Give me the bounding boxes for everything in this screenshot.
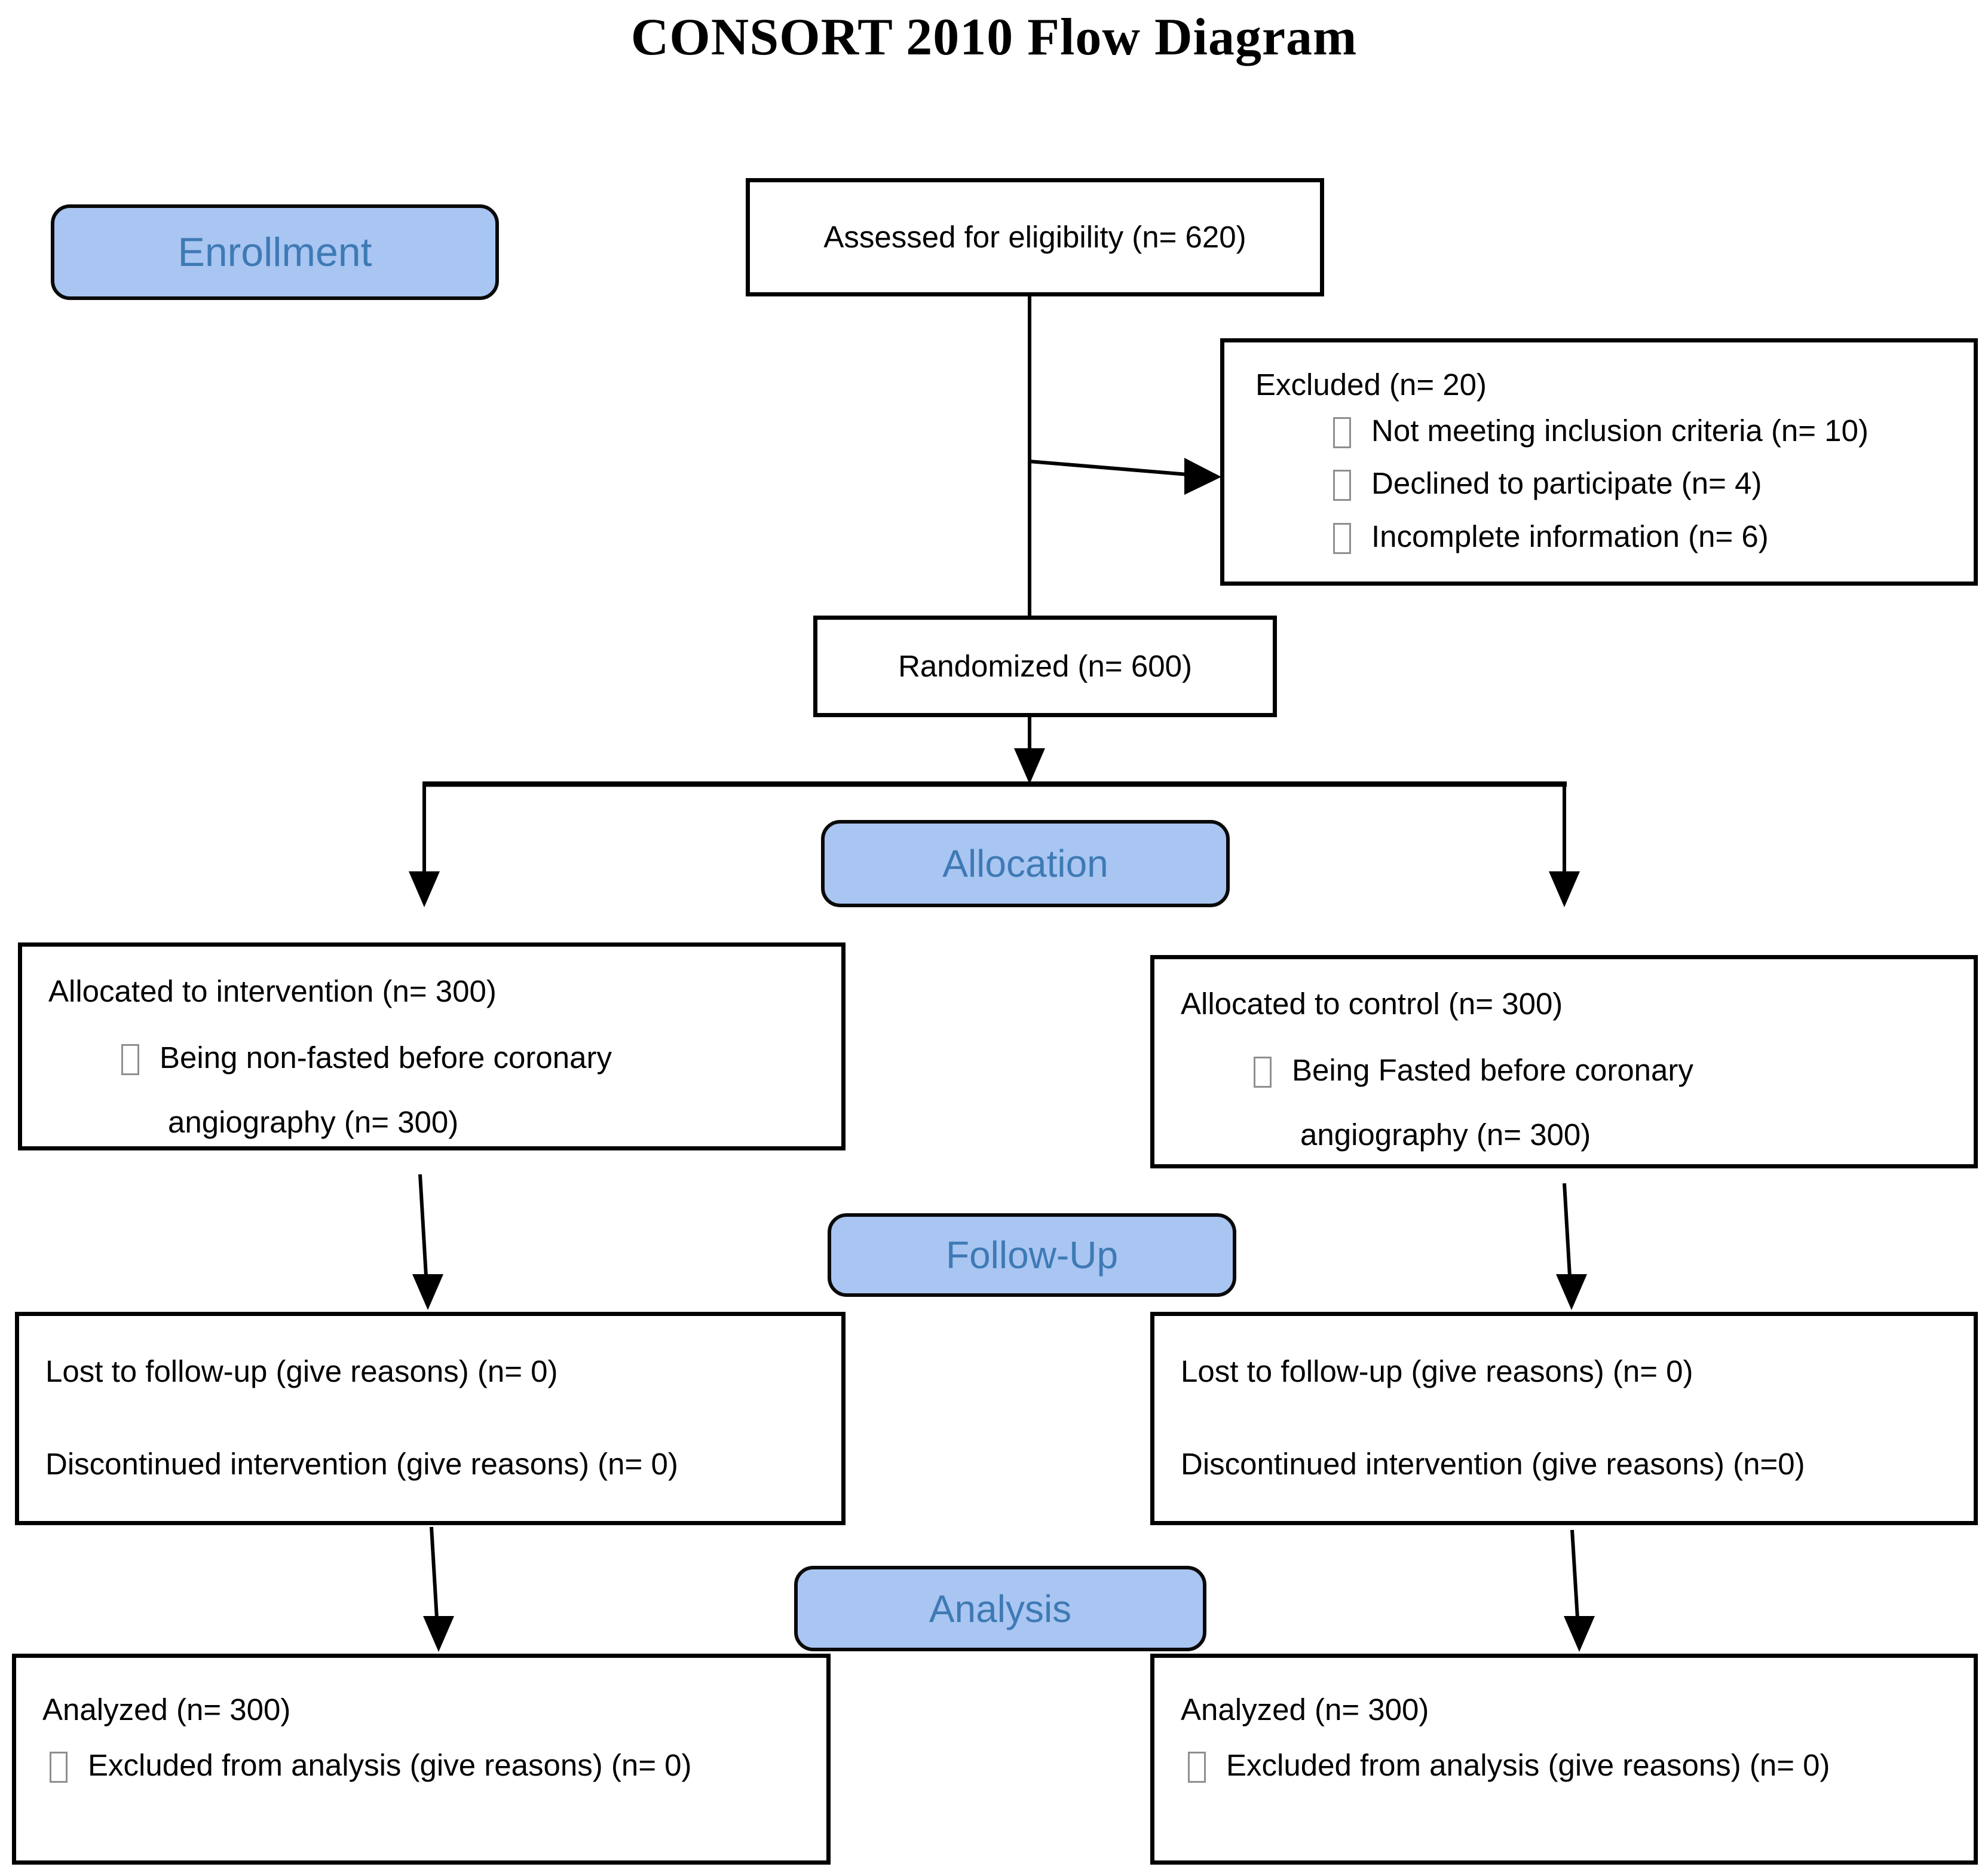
arrowhead-branch-icon bbox=[1014, 748, 1045, 784]
excluded-reason-item: Declined to participate (n= 4) bbox=[1255, 466, 1962, 501]
randomized-text: Randomized (n= 600) bbox=[898, 648, 1192, 683]
box-followup-intervention: Lost to follow-up (give reasons) (n= 0) … bbox=[15, 1312, 846, 1525]
connector-followup-analysis-right bbox=[1570, 1529, 1579, 1619]
missing-glyph-bullet-icon bbox=[1188, 1751, 1206, 1783]
box-excluded: Excluded (n= 20) Not meeting inclusion c… bbox=[1220, 338, 1978, 586]
followup-intervention-discontinued: Discontinued intervention (give reasons)… bbox=[45, 1446, 678, 1481]
excluded-reason-list: Not meeting inclusion criteria (n= 10) D… bbox=[1255, 414, 1962, 555]
page-title: CONSORT 2010 Flow Diagram bbox=[630, 8, 1358, 66]
followup-intervention-lost: Lost to follow-up (give reasons) (n= 0) bbox=[45, 1354, 558, 1388]
allocated-control-bullet-text: Being Fasted before coronary bbox=[1292, 1052, 1693, 1087]
analysis-intervention-excluded-text: Excluded from analysis (give reasons) (n… bbox=[88, 1747, 692, 1782]
missing-glyph-bullet-icon bbox=[50, 1751, 68, 1783]
arrowhead-allocation-right-icon bbox=[1549, 871, 1580, 907]
stage-label-enrollment: Enrollment bbox=[177, 229, 372, 275]
stage-badge-enrollment: Enrollment bbox=[51, 204, 499, 300]
box-assessed-eligibility: Assessed for eligibility (n= 620) bbox=[746, 178, 1324, 296]
connector-alloc-followup-left bbox=[418, 1174, 428, 1277]
allocated-control-bullet: Being Fasted before coronary bbox=[1181, 1053, 1962, 1088]
followup-control-discontinued: Discontinued intervention (give reasons)… bbox=[1181, 1446, 1805, 1481]
stage-label-followup: Follow-Up bbox=[945, 1234, 1119, 1277]
missing-glyph-bullet-icon bbox=[121, 1043, 139, 1075]
assessed-eligibility-text: Assessed for eligibility (n= 620) bbox=[823, 219, 1246, 254]
missing-glyph-bullet-icon bbox=[1333, 470, 1351, 501]
allocated-intervention-bullet-text: Being non-fasted before coronary bbox=[160, 1040, 612, 1075]
analysis-intervention-bullet: Excluded from analysis (give reasons) (n… bbox=[42, 1748, 814, 1783]
box-allocated-intervention: Allocated to intervention (n= 300) Being… bbox=[18, 942, 846, 1150]
excluded-reason-text: Not meeting inclusion criteria (n= 10) bbox=[1371, 413, 1868, 448]
box-followup-control: Lost to follow-up (give reasons) (n= 0) … bbox=[1150, 1312, 1978, 1525]
arrowhead-followup-right-icon bbox=[1556, 1274, 1587, 1310]
arrowhead-analysis-left-icon bbox=[423, 1616, 454, 1652]
allocated-control-heading: Allocated to control (n= 300) bbox=[1181, 987, 1563, 1021]
excluded-heading: Excluded (n= 20) bbox=[1255, 368, 1487, 402]
excluded-reason-item: Not meeting inclusion criteria (n= 10) bbox=[1255, 414, 1962, 449]
analysis-control-bullet: Excluded from analysis (give reasons) (n… bbox=[1181, 1748, 1962, 1783]
arrowhead-allocation-left-icon bbox=[409, 871, 440, 907]
stage-badge-followup: Follow-Up bbox=[828, 1213, 1236, 1297]
excluded-reason-text: Incomplete information (n= 6) bbox=[1371, 519, 1769, 553]
allocated-intervention-heading: Allocated to intervention (n= 300) bbox=[48, 974, 497, 1008]
missing-glyph-bullet-icon bbox=[1333, 522, 1351, 554]
analysis-control-excluded-text: Excluded from analysis (give reasons) (n… bbox=[1226, 1747, 1830, 1782]
arrowhead-excluded-icon bbox=[1184, 458, 1221, 495]
allocated-intervention-bullet-cont: angiography (n= 300) bbox=[168, 1105, 459, 1140]
box-allocated-control: Allocated to control (n= 300) Being Fast… bbox=[1150, 955, 1978, 1168]
arrowhead-analysis-right-icon bbox=[1564, 1616, 1595, 1652]
missing-glyph-bullet-icon bbox=[1333, 417, 1351, 448]
stage-badge-allocation: Allocation bbox=[821, 820, 1230, 907]
connector-assessed-excluded bbox=[1029, 460, 1188, 476]
followup-control-lost: Lost to follow-up (give reasons) (n= 0) bbox=[1181, 1354, 1693, 1388]
connector-followup-analysis-left bbox=[430, 1526, 439, 1619]
analysis-intervention-analyzed: Analyzed (n= 300) bbox=[42, 1693, 291, 1727]
excluded-reason-text: Declined to participate (n= 4) bbox=[1371, 466, 1762, 501]
missing-glyph-bullet-icon bbox=[1254, 1056, 1272, 1088]
arrowhead-followup-left-icon bbox=[412, 1274, 443, 1310]
box-randomized: Randomized (n= 600) bbox=[813, 616, 1277, 717]
analysis-control-analyzed: Analyzed (n= 300) bbox=[1181, 1693, 1429, 1727]
allocated-intervention-bullet: Being non-fasted before coronary bbox=[48, 1040, 829, 1076]
excluded-reason-item: Incomplete information (n= 6) bbox=[1255, 519, 1962, 555]
box-analysis-intervention: Analyzed (n= 300) Excluded from analysis… bbox=[12, 1654, 831, 1865]
stage-badge-analysis: Analysis bbox=[794, 1566, 1206, 1651]
stage-label-analysis: Analysis bbox=[929, 1587, 1072, 1630]
stage-label-allocation: Allocation bbox=[942, 842, 1108, 885]
allocated-control-bullet-cont: angiography (n= 300) bbox=[1300, 1118, 1591, 1152]
box-analysis-control: Analyzed (n= 300) Excluded from analysis… bbox=[1150, 1654, 1978, 1865]
connector-alloc-followup-right bbox=[1563, 1183, 1572, 1277]
